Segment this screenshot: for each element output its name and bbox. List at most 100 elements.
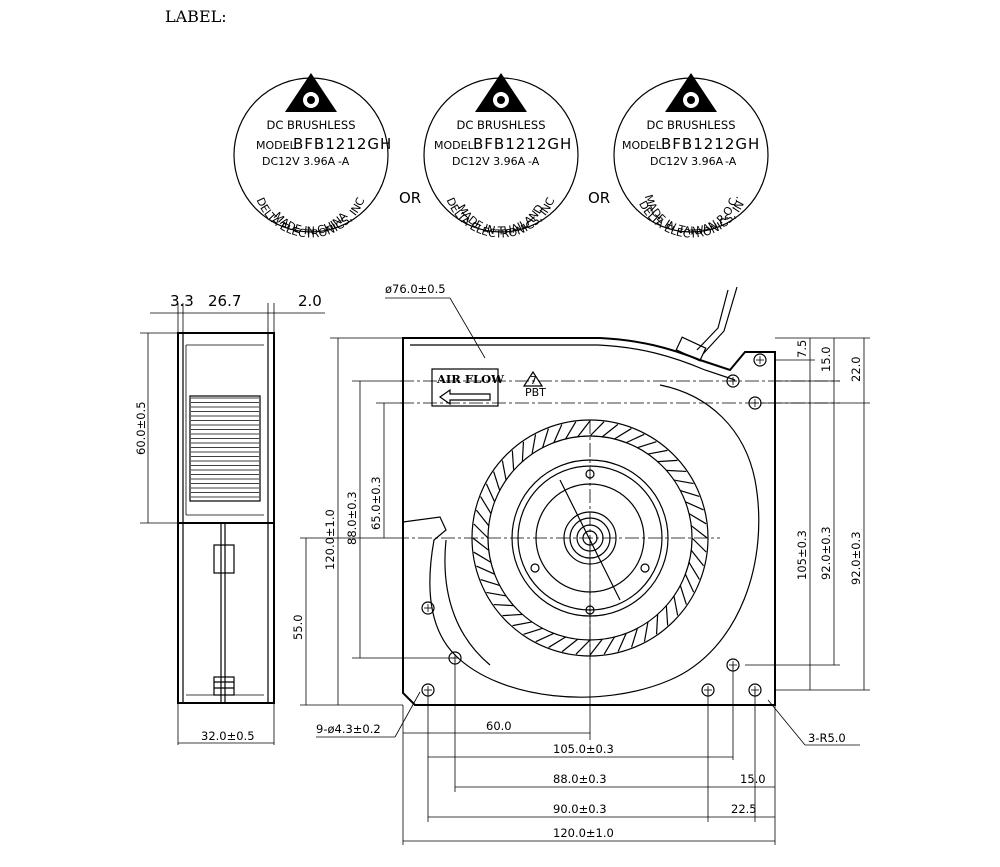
blade — [603, 636, 615, 655]
blade — [690, 549, 705, 567]
dim-65-height: 65.0±0.3 — [369, 476, 383, 530]
dim-22-5-width: 22.5 — [731, 802, 757, 816]
blade — [548, 636, 566, 648]
svg-text:7: 7 — [530, 374, 537, 387]
label-model: BFB1212GH — [473, 135, 572, 153]
label-taiwan: DC BRUSHLESS MODEL BFB1212GH DC12V 3.96A… — [613, 73, 769, 241]
dim-88-width: 88.0±0.3 — [553, 772, 607, 786]
dim-120-height: 120.0±1.0 — [323, 509, 337, 570]
dim-15-width: 15.0 — [740, 772, 766, 786]
label-type-line: DC BRUSHLESS — [266, 118, 355, 132]
blade — [601, 423, 619, 438]
dim-15-right: 15.0 — [819, 346, 833, 372]
blade — [493, 603, 514, 607]
blade — [637, 441, 657, 449]
blade — [480, 496, 492, 514]
delta-logo-icon — [285, 73, 337, 112]
blade — [673, 479, 694, 485]
blade — [521, 441, 525, 462]
label-rating: DC12V 3.96A — [262, 155, 336, 168]
blade — [655, 614, 659, 635]
blade — [647, 449, 668, 455]
dim-90-width: 90.0±0.3 — [553, 802, 607, 816]
label-title: LABEL: — [165, 7, 227, 26]
blade — [614, 428, 632, 440]
blade — [512, 621, 533, 627]
blade — [501, 460, 507, 481]
side-impeller-vanes — [191, 397, 259, 498]
blade — [589, 421, 605, 437]
blade — [475, 509, 490, 527]
blade — [690, 525, 708, 539]
impeller-blades — [472, 420, 708, 656]
blade — [684, 573, 695, 593]
or-text-1: OR — [399, 189, 421, 207]
label-thailand: DC BRUSHLESS MODEL BFB1212GH DC12V 3.96A… — [423, 73, 579, 241]
dim-92-right-b: 92.0±0.3 — [849, 531, 863, 585]
delta-logo-icon — [665, 73, 717, 112]
side-dimensions: 3.3 26.7 2.0 60.0±0.5 32.0±0.5 — [134, 292, 325, 745]
label-china: DC BRUSHLESS MODEL BFB1212GH DC12V 3.96A… — [233, 73, 391, 241]
dim-side-2-0: 2.0 — [298, 292, 322, 310]
dim-22-right: 22.0 — [849, 356, 863, 382]
mount-hole — [753, 353, 767, 367]
blade — [476, 565, 495, 575]
label-type-line: DC BRUSHLESS — [456, 118, 545, 132]
label-model-prefix: MODEL — [622, 139, 663, 152]
label-suffix: -A — [528, 155, 540, 168]
blade — [657, 459, 678, 463]
dim-side-3-3: 3.3 — [170, 292, 194, 310]
air-flow-arrow-icon — [438, 388, 491, 406]
blade — [617, 633, 627, 652]
dim-radius: 3-R5.0 — [808, 731, 846, 745]
blade — [473, 551, 492, 563]
label-suffix: -A — [338, 155, 350, 168]
label-model-prefix: MODEL — [256, 139, 297, 152]
delta-logo-icon — [475, 73, 527, 112]
label-model-prefix: MODEL — [434, 139, 475, 152]
blade — [561, 638, 579, 653]
blade — [502, 613, 523, 617]
label-suffix: -A — [725, 155, 737, 168]
blade — [589, 638, 603, 656]
blade — [523, 627, 543, 635]
label-origin: MADE IN THAILAND — [455, 202, 547, 237]
blade — [473, 523, 489, 539]
dim-holes: 9-ø4.3±0.2 — [316, 722, 381, 736]
blade — [643, 621, 649, 642]
air-flow-box — [431, 368, 499, 407]
blade — [625, 433, 645, 444]
blade — [680, 490, 700, 497]
blade — [673, 595, 679, 616]
blade — [553, 424, 563, 443]
blade — [565, 421, 577, 440]
dim-92-right-a: 92.0±0.3 — [819, 526, 833, 580]
dim-side-26-7: 26.7 — [208, 292, 241, 310]
label-rating: DC12V 3.96A — [452, 155, 526, 168]
dim-88-height: 88.0±0.3 — [345, 491, 359, 545]
blade — [486, 591, 507, 597]
blade — [472, 537, 490, 551]
blade — [679, 585, 687, 605]
dim-diameter: ø76.0±0.5 — [385, 282, 446, 296]
mounting-holes — [421, 353, 767, 697]
blade — [691, 537, 707, 553]
dim-side-60: 60.0±0.5 — [134, 401, 148, 455]
blade — [577, 420, 591, 438]
label-model: BFB1212GH — [661, 135, 760, 153]
or-text-2: OR — [588, 189, 610, 207]
dim-side-32: 32.0±0.5 — [201, 729, 255, 743]
blade — [542, 428, 549, 448]
dim-60-width: 60.0 — [486, 719, 512, 733]
svg-text:PBT: PBT — [525, 386, 546, 399]
dim-105-width: 105.0±0.3 — [553, 742, 614, 756]
dim-55-height: 55.0 — [291, 614, 305, 640]
label-origin: MADE IN TAIWAN R.O.C. — [642, 193, 741, 238]
dim-120-width: 120.0±1.0 — [553, 826, 614, 840]
blade — [535, 632, 555, 643]
front-dimensions: ø76.0±0.5 120.0±1.0 88.0±0.3 65.0±0.3 55… — [291, 282, 870, 845]
front-view: AIR FLOW 7 PBT — [402, 286, 776, 706]
blade — [575, 639, 591, 655]
recycle-pbt-icon: 7 PBT — [522, 370, 546, 399]
